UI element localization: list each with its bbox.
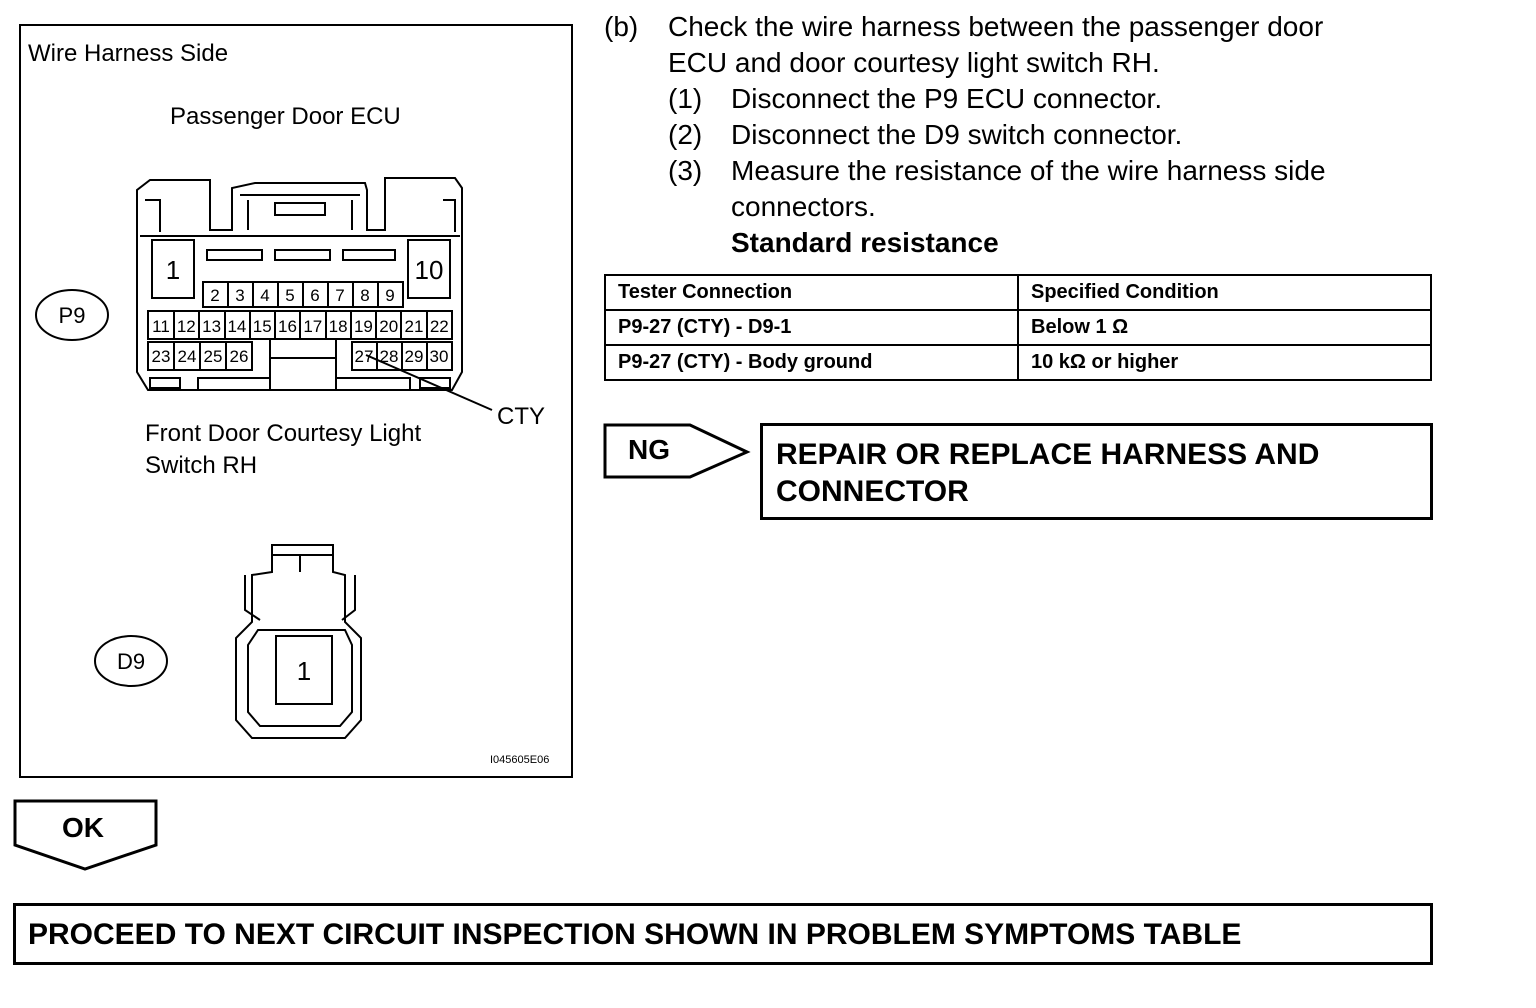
substep-1-label: (1)	[668, 83, 703, 114]
table-header-row: Tester Connection Specified Condition	[604, 274, 1432, 311]
cty-label: CTY	[497, 403, 545, 430]
ng-action-box: REPAIR OR REPLACE HARNESS AND CONNECTOR	[760, 423, 1433, 520]
p9-pin-21: 21	[405, 317, 424, 336]
p9-pin-15: 15	[253, 317, 272, 336]
figure-id: I045605E06	[490, 754, 549, 766]
p9-pin-1: 1	[166, 255, 180, 285]
p9-pin-2: 2	[210, 286, 219, 305]
p9-pin-8: 8	[360, 286, 369, 305]
p9-pin-13: 13	[202, 317, 221, 336]
d9-badge: D9	[117, 649, 145, 674]
ng-action-line1: REPAIR OR REPLACE HARNESS AND	[776, 438, 1320, 471]
p9-pin-28: 28	[380, 347, 399, 366]
p9-pin-4: 4	[260, 286, 269, 305]
table-row: P9-27 (CTY) - D9-1 Below 1 Ω	[604, 309, 1432, 346]
p9-pin-12: 12	[177, 317, 196, 336]
substep-2-text: Disconnect the D9 switch connector.	[731, 119, 1183, 150]
p9-pin-7: 7	[335, 286, 344, 305]
cty-leader-line	[365, 354, 493, 411]
table-header-cell: Tester Connection	[604, 274, 1019, 311]
p9-pin-11: 11	[152, 317, 170, 336]
ok-action-box: PROCEED TO NEXT CIRCUIT INSPECTION SHOWN…	[13, 903, 1433, 965]
p9-pin-16: 16	[278, 317, 297, 336]
p9-pin-22: 22	[430, 317, 449, 336]
substep-3-text-line2: connectors.	[731, 191, 876, 222]
p9-pin-18: 18	[329, 317, 348, 336]
ecu-label: Passenger Door ECU	[170, 103, 401, 130]
p9-pin-23: 23	[152, 347, 171, 366]
resistance-table: Tester Connection Specified Condition P9…	[604, 274, 1432, 381]
step-b-text-line1: Check the wire harness between the passe…	[668, 11, 1324, 42]
ok-label: OK	[62, 812, 104, 843]
p9-connector-outline	[136, 177, 463, 391]
p9-pin-25: 25	[204, 347, 223, 366]
table-row: P9-27 (CTY) - Body ground 10 kΩ or highe…	[604, 344, 1432, 381]
p9-pin-27: 27	[355, 347, 374, 366]
table-cell: Below 1 Ω	[1017, 309, 1432, 346]
p9-pin-30: 30	[430, 347, 449, 366]
d9-badge-outline	[94, 635, 168, 687]
ng-action-line2: CONNECTOR	[776, 475, 969, 508]
p9-pin-3: 3	[235, 286, 244, 305]
connector-figure	[19, 24, 573, 778]
table-cell: 10 kΩ or higher	[1017, 344, 1432, 381]
p9-pin-24: 24	[178, 347, 197, 366]
d9-connector-outline	[235, 544, 362, 739]
p9-pin-10: 10	[415, 255, 444, 285]
ng-arrow-shape	[603, 423, 751, 479]
table-header-cell: Specified Condition	[1017, 274, 1432, 311]
p9-pin-20: 20	[379, 317, 398, 336]
ng-label: NG	[628, 434, 670, 465]
substep-3-text-line1: Measure the resistance of the wire harne…	[731, 155, 1326, 186]
ok-arrow-shape	[13, 799, 158, 871]
ok-action-text: PROCEED TO NEXT CIRCUIT INSPECTION SHOWN…	[28, 918, 1242, 951]
p9-pin-14: 14	[227, 317, 246, 336]
d9-pin-1: 1	[297, 656, 311, 686]
table-cell: P9-27 (CTY) - D9-1	[604, 309, 1019, 346]
p9-pin-29: 29	[405, 347, 424, 366]
substep-1-text: Disconnect the P9 ECU connector.	[731, 83, 1163, 114]
substep-2-label: (2)	[668, 119, 703, 150]
p9-pin-5: 5	[285, 286, 294, 305]
figure-title: Wire Harness Side	[28, 40, 228, 67]
table-cell: P9-27 (CTY) - Body ground	[604, 344, 1019, 381]
step-b-text-line2: ECU and door courtesy light switch RH.	[668, 47, 1160, 78]
switch-label-line2: Switch RH	[145, 452, 257, 479]
p9-pin-17: 17	[303, 317, 322, 336]
p9-badge-outline	[35, 289, 109, 341]
standard-resistance-heading: Standard resistance	[731, 227, 999, 258]
p9-badge: P9	[59, 303, 86, 328]
p9-pin-9: 9	[385, 286, 394, 305]
p9-pin-26: 26	[230, 347, 249, 366]
step-b-label: (b)	[604, 11, 639, 42]
switch-label-line1: Front Door Courtesy Light	[145, 420, 421, 447]
p9-pin-19: 19	[354, 317, 373, 336]
p9-pin-6: 6	[310, 286, 319, 305]
substep-3-label: (3)	[668, 155, 703, 186]
